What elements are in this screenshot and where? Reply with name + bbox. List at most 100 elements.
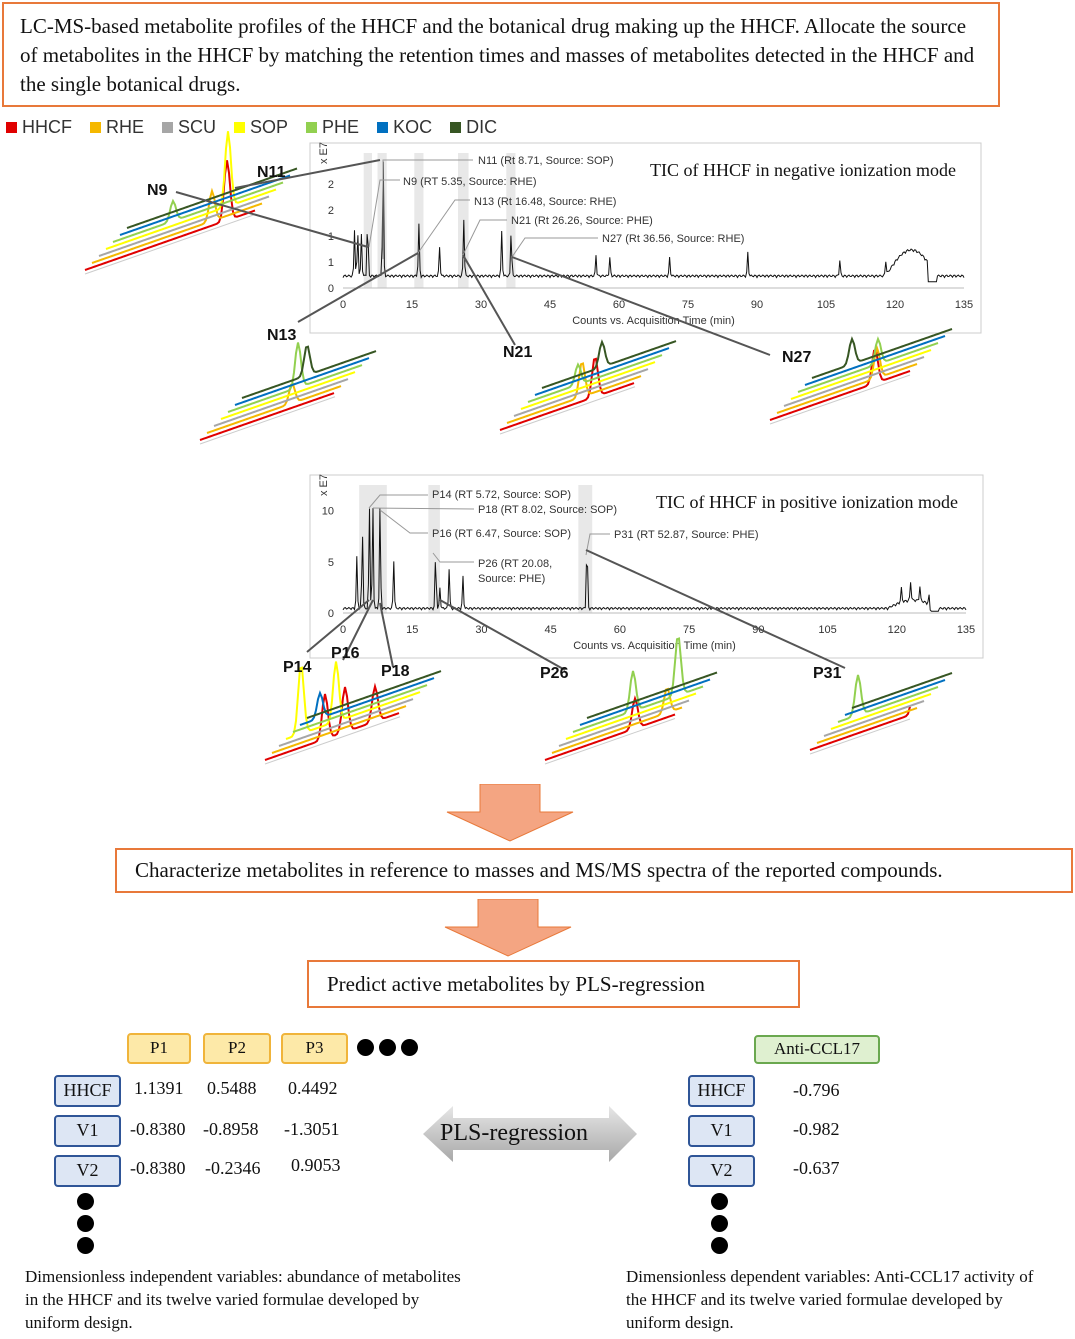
independent-variables-caption: Dimensionless independent variables: abu… bbox=[25, 1267, 461, 1332]
n21-3d-plot-trace bbox=[513, 368, 649, 417]
legend-swatch bbox=[306, 122, 318, 133]
value-cell: -0.2346 bbox=[205, 1158, 261, 1178]
peak-annotation: N13 (Rt 16.48, Source: RHE) bbox=[474, 196, 616, 208]
n21-3d-plot-axis bbox=[499, 386, 636, 435]
p14-p16-p18-3d-plot-axis bbox=[264, 716, 401, 765]
peak-annotation: N21 (Rt 26.26, Source: PHE) bbox=[511, 215, 653, 227]
p26-3d-plot-trace bbox=[579, 678, 711, 726]
p14-p16-p18-3d-plot-trace bbox=[271, 705, 407, 754]
value-cell: 0.9053 bbox=[291, 1155, 341, 1175]
n21-3d-plot-trace bbox=[527, 354, 663, 403]
peak-label-n13: N13 bbox=[267, 327, 296, 344]
peak-label-p26: P26 bbox=[540, 665, 569, 682]
ellipsis-dot bbox=[379, 1039, 396, 1056]
connector-line bbox=[175, 191, 369, 248]
peak-annotation: P26 (RT 20.08, bbox=[478, 558, 552, 570]
y-tick-label: 2 bbox=[328, 179, 334, 191]
p31-3d-plot-trace bbox=[809, 706, 911, 751]
legend-label: HHCF bbox=[22, 117, 72, 137]
legend-swatch bbox=[90, 122, 101, 133]
legend-item-dic: DIC bbox=[450, 117, 497, 138]
value-cell: -1.3051 bbox=[284, 1119, 340, 1139]
highlight-band bbox=[428, 485, 440, 613]
n21-3d-plot-trace bbox=[499, 357, 635, 431]
n21-3d-plot-trace bbox=[534, 347, 670, 396]
n13-3d-plot-axis bbox=[199, 396, 336, 445]
peak-label-n9: N9 bbox=[147, 182, 168, 199]
legend-item-koc: KOC bbox=[377, 117, 432, 138]
n9-n11-3d-plot-trace bbox=[84, 160, 256, 271]
connector-line bbox=[511, 256, 771, 356]
annotation-leader bbox=[511, 237, 598, 258]
ellipsis-dot bbox=[357, 1039, 374, 1056]
peak-label-n27: N27 bbox=[782, 349, 811, 366]
x-tick-label: 135 bbox=[955, 299, 973, 311]
peak-label-p14: P14 bbox=[283, 659, 312, 676]
row-label-hhcf: HHCF bbox=[54, 1075, 121, 1107]
x-tick-label: 135 bbox=[957, 624, 975, 636]
peak-label-n11: N11 bbox=[257, 164, 286, 181]
x-tick-label: 0 bbox=[340, 624, 346, 636]
p26-3d-plot-trace bbox=[586, 671, 718, 719]
y-unit: x E7 bbox=[318, 474, 330, 496]
p26-3d-plot-trace bbox=[544, 695, 676, 761]
connector-line bbox=[306, 599, 370, 653]
legend-item-phe: PHE bbox=[306, 117, 359, 138]
p26-3d-plot-trace bbox=[565, 692, 697, 740]
ellipsis-dot bbox=[711, 1193, 728, 1210]
legend-label: SOP bbox=[250, 117, 289, 137]
x-header-p1: P1 bbox=[127, 1033, 191, 1064]
ellipsis-dot bbox=[77, 1237, 94, 1254]
p31-3d-plot-trace bbox=[830, 693, 932, 730]
p14-p16-p18-3d-plot-trace bbox=[306, 670, 442, 719]
value-cell: -0.8958 bbox=[203, 1119, 259, 1139]
legend-label: SCU bbox=[178, 117, 217, 137]
value-cell: -0.637 bbox=[793, 1158, 840, 1178]
p26-3d-plot-axis bbox=[544, 718, 676, 765]
legend-swatch bbox=[234, 122, 246, 133]
highlight-band bbox=[506, 153, 516, 288]
x-tick-label: 60 bbox=[614, 624, 626, 636]
legend-swatch bbox=[6, 122, 17, 133]
p26-3d-plot-trace bbox=[551, 687, 683, 754]
ellipsis-dot bbox=[77, 1193, 94, 1210]
pls-label: PLS-regression bbox=[440, 1120, 588, 1146]
p31-3d-plot-axis bbox=[809, 718, 911, 755]
n9-n11-3d-plot-trace bbox=[98, 195, 270, 257]
x-header-p2: P2 bbox=[203, 1033, 271, 1064]
x-tick-label: 120 bbox=[886, 299, 904, 311]
x-tick-label: 75 bbox=[682, 299, 694, 311]
ellipsis-dot bbox=[711, 1237, 728, 1254]
p31-3d-plot-trace bbox=[823, 700, 925, 737]
peak-annotation: N27 (Rt 36.56, Source: RHE) bbox=[602, 233, 744, 245]
y-tick-label: 0 bbox=[328, 608, 334, 620]
highlight-band bbox=[578, 485, 593, 613]
legend-item-sop: SOP bbox=[234, 117, 288, 138]
row-label-v2: V2 bbox=[688, 1155, 755, 1187]
peak-annotation: N11 (Rt 8.71, Source: SOP) bbox=[478, 155, 614, 167]
y-unit: x E7 bbox=[318, 142, 330, 164]
predict-text: Predict active metabolites by PLS-regres… bbox=[327, 972, 705, 996]
x-tick-label: 120 bbox=[888, 624, 906, 636]
legend-item-hhcf: HHCF bbox=[6, 117, 72, 138]
legend-label: KOC bbox=[393, 117, 433, 137]
value-cell: -0.796 bbox=[793, 1080, 840, 1100]
n21-3d-plot-trace bbox=[520, 361, 656, 410]
y-tick-label: 1 bbox=[328, 257, 334, 269]
n13-3d-plot-trace bbox=[199, 392, 335, 441]
down-arrow-2 bbox=[444, 899, 572, 957]
connector-line bbox=[439, 599, 566, 671]
n13-3d-plot-trace bbox=[213, 378, 349, 427]
legend-swatch bbox=[450, 122, 462, 133]
x-tick-label: 105 bbox=[817, 299, 835, 311]
dependent-variables-caption: Dimensionless dependent variables: Anti-… bbox=[626, 1267, 1034, 1332]
n27-3d-plot-trace bbox=[804, 335, 946, 386]
characterize-box: Characterize metabolites in reference to… bbox=[115, 848, 1073, 893]
chart-title: TIC of HHCF in positive ionization mode bbox=[656, 492, 958, 512]
row-label-v1: V1 bbox=[54, 1115, 121, 1147]
x-axis-title: Counts vs. Acquisition Time (min) bbox=[572, 315, 735, 327]
annotation-leader bbox=[585, 533, 610, 556]
annotation-leader bbox=[372, 507, 475, 510]
peak-label-n21: N21 bbox=[503, 344, 532, 361]
